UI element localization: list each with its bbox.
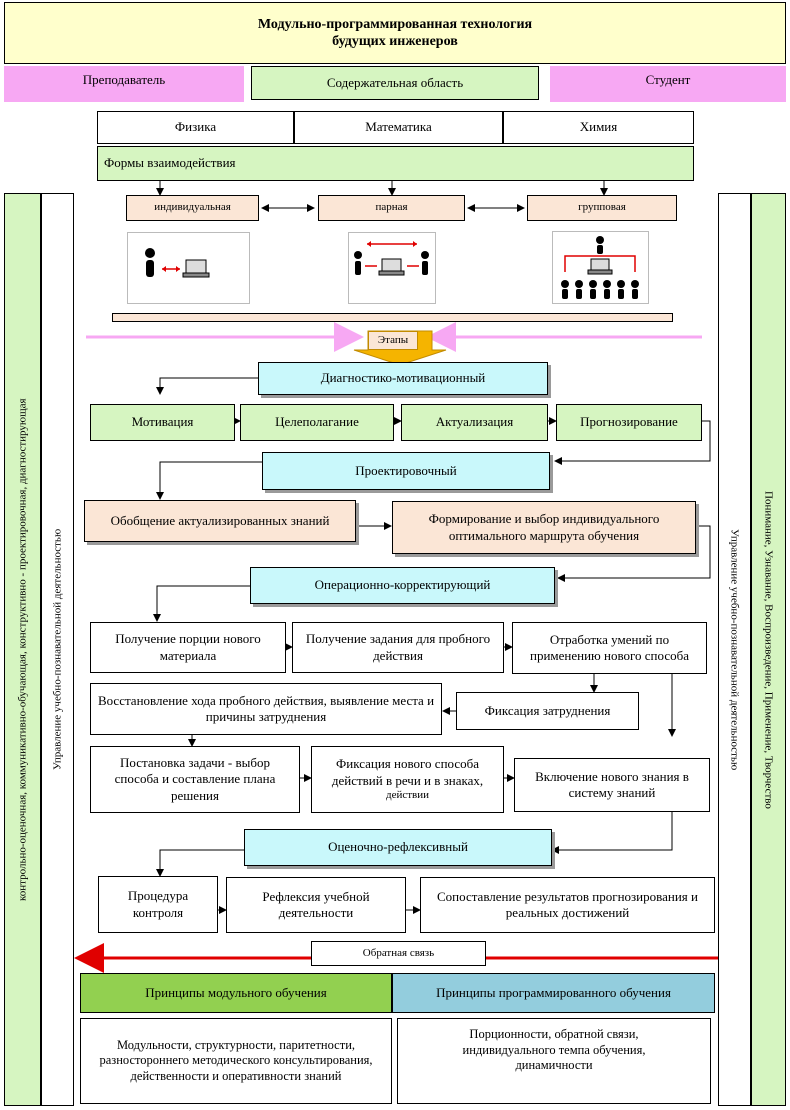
arrow [153, 585, 250, 622]
arrow [551, 812, 673, 854]
arrow [557, 525, 711, 582]
arrow [156, 461, 262, 500]
subject-chemistry: Химия [503, 111, 694, 144]
stage3-trial-task: Получение задания для пробного действия [292, 622, 504, 673]
stage2-title: Проектировочный [262, 452, 550, 490]
stage1-actualization: Актуализация [401, 404, 548, 441]
stage3-skill-practice: Отработка умений по применению нового сп… [512, 622, 707, 674]
form-pair: парная [318, 195, 465, 221]
stage1-goal-setting: Целеполагание [240, 404, 394, 441]
stage3-restore-trial: Восстановление хода пробного действия, в… [90, 683, 442, 735]
stage3-fix-new-method-text: Фиксация нового способа действий в речи … [331, 756, 484, 788]
principles-programmed-title: Принципы программированного обучения [392, 973, 715, 1013]
stage3-set-task: Постановка задачи - выбор способа и сост… [90, 746, 300, 813]
stage1-forecasting: Прогнозирование [556, 404, 702, 441]
stage4-compare: Сопоставление результатов прогнозировани… [420, 877, 715, 933]
interaction-forms: Формы взаимодействия [97, 146, 694, 181]
stage1-motivation: Мотивация [90, 404, 235, 441]
student-label: Студент [550, 66, 786, 102]
left-inner-text: Управление учебно-познавательной деятель… [51, 528, 64, 771]
stage3-new-material: Получение порции нового материала [90, 622, 286, 673]
stage4-reflection: Рефлексия учебной деятельности [226, 877, 406, 933]
group-work-icon [552, 231, 649, 304]
stage4-control: Процедура контроля [98, 876, 218, 933]
teacher-label: Преподаватель [4, 66, 244, 102]
arrow [156, 377, 258, 395]
stage2-generalization: Обобщение актуализированных знаний [84, 500, 356, 542]
pair-work-icon [348, 232, 436, 304]
form-group: групповая [527, 195, 677, 221]
principles-modular-title: Принципы модульного обучения [80, 973, 392, 1013]
feedback-label: Обратная связь [311, 941, 486, 966]
principles-programmed-text: Порционности, обратной связи, индивидуал… [397, 1018, 711, 1104]
left-outer-text: контрольно-оценочная, коммуникативно-обу… [16, 398, 29, 901]
right-inner-column [718, 193, 751, 1106]
arrow [156, 849, 244, 877]
right-outer-text: Понимание, Узнавание, Воспроизведение, П… [762, 490, 775, 809]
stage3-title: Операционно-корректирующий [250, 567, 555, 604]
arrow [554, 420, 711, 465]
stage4-title: Оценочно-рефлексивный [244, 829, 552, 866]
right-outer-column [751, 193, 786, 1106]
stage3-include-knowledge: Включение нового знания в систему знаний [514, 758, 710, 812]
right-inner-text: Управление учебно-познавательной деятель… [728, 528, 741, 771]
forms-bar [112, 313, 673, 322]
main-title: Модульно-программированная технология бу… [4, 2, 786, 64]
stage3-fix-difficulty: Фиксация затруднения [456, 692, 639, 730]
form-individual: индивидуальная [126, 195, 259, 221]
stage1-title: Диагностико-мотивационный [258, 362, 548, 395]
stage3-fix-new-method-sub: действии [385, 788, 430, 801]
subject-math: Математика [294, 111, 503, 144]
subject-physics: Физика [97, 111, 294, 144]
left-outer-column [4, 193, 41, 1106]
stage3-fix-new-method: Фиксация нового способа действий в речи … [311, 746, 504, 813]
individual-work-icon [127, 232, 250, 304]
content-area-label: Содержательная область [251, 66, 539, 100]
principles-modular-text: Модульности, структурности, паритетности… [80, 1018, 392, 1104]
stages-label: Этапы [368, 331, 418, 350]
left-inner-column [41, 193, 74, 1106]
stage2-route: Формирование и выбор индивидуального опт… [392, 501, 696, 554]
